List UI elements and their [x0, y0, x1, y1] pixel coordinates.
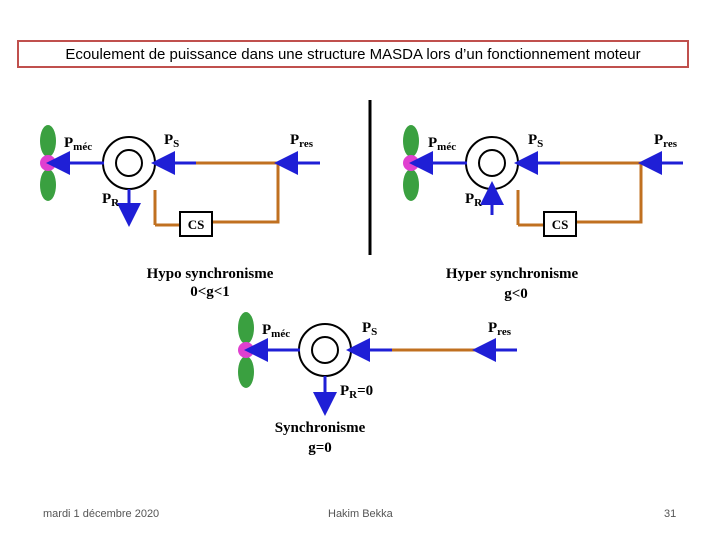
label-p-s: PS [362, 320, 377, 338]
orange-circuit-hyper [516, 161, 643, 237]
label-p-mec: Pméc [64, 135, 92, 153]
hypo-title: Hypo synchronisme [147, 266, 274, 282]
cs-converter-label: CS [188, 217, 205, 232]
label-p-s: PS [528, 132, 543, 150]
synchronism-diagram: Pméc PS Pres PR=0 Synchronisme g=0 [238, 312, 517, 456]
propeller-icon [238, 312, 254, 388]
hyper-condition: g<0 [504, 286, 528, 302]
label-p-r: PR [102, 191, 120, 209]
propeller-icon [403, 125, 419, 201]
label-p-r-zero: PR=0 [340, 383, 373, 401]
label-p-res: Pres [290, 132, 314, 150]
machine-icon [298, 323, 352, 377]
label-p-res: Pres [488, 320, 512, 338]
label-p-res: Pres [654, 132, 678, 150]
page-number: 31 [664, 508, 677, 520]
hyper-synchronism-diagram: Pméc PS Pres PR CS Hyper synchronisme g<… [403, 125, 683, 302]
footer-date: mardi 1 décembre 2020 [43, 508, 160, 520]
slide-title: Ecoulement de puissance dans une structu… [17, 40, 689, 68]
machine-icon [465, 136, 519, 190]
machine-icon [102, 136, 156, 190]
sync-condition: g=0 [308, 440, 332, 456]
cs-converter-label: CS [552, 217, 569, 232]
hypo-condition: 0<g<1 [190, 284, 230, 300]
label-p-mec: Pméc [262, 322, 290, 340]
label-p-mec: Pméc [428, 135, 456, 153]
propeller-icon [40, 125, 56, 201]
hypo-synchronism-diagram: Pméc PS Pres PR CS Hypo synchronisme 0<g… [40, 125, 320, 300]
hyper-title: Hyper synchronisme [446, 266, 579, 282]
orange-circuit-hypo [153, 161, 280, 237]
label-p-r: PR [465, 191, 483, 209]
footer-author: Hakim Bekka [328, 508, 393, 520]
sync-title: Synchronisme [275, 420, 366, 436]
label-p-s: PS [164, 132, 179, 150]
